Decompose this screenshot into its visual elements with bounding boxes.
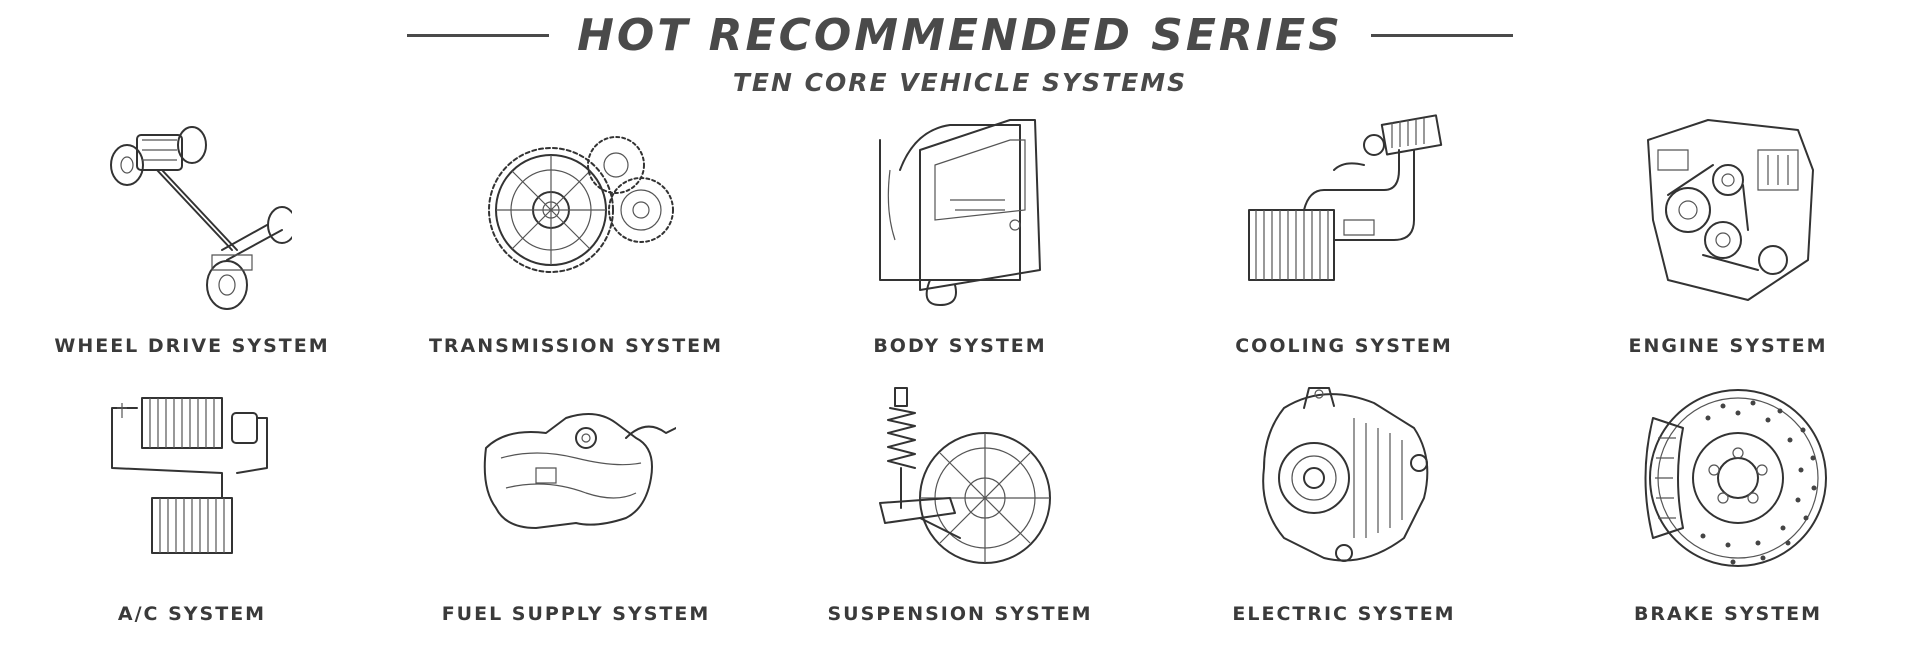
suspension-strut-icon	[879, 387, 1051, 564]
fuel-tank-icon	[483, 413, 676, 529]
transmission-gears-icon	[488, 136, 674, 273]
engine-icon	[1647, 119, 1814, 301]
system-card-engine[interactable]: ENGINE SYSTEM	[1536, 110, 1920, 380]
ac-condenser-icon	[111, 397, 268, 554]
system-card-suspension[interactable]: SUSPENSION SYSTEM	[768, 378, 1152, 648]
page-title: HOT RECOMMENDED SERIES	[577, 10, 1343, 61]
wheel-drive-icon	[110, 126, 292, 310]
system-card-fuel[interactable]: FUEL SUPPLY SYSTEM	[384, 378, 768, 648]
system-label: FUEL SUPPLY SYSTEM	[441, 603, 711, 625]
system-label: BODY SYSTEM	[873, 335, 1047, 357]
system-card-body[interactable]: BODY SYSTEM	[768, 110, 1152, 380]
system-label: BRAKE SYSTEM	[1633, 603, 1823, 625]
system-card-brake[interactable]: BRAKE SYSTEM	[1536, 378, 1920, 648]
system-label: SUSPENSION SYSTEM	[827, 603, 1093, 625]
section-header: HOT RECOMMENDED SERIES TEN CORE VEHICLE …	[0, 0, 1920, 110]
system-label: A/C SYSTEM	[117, 603, 267, 625]
alternator-icon	[1262, 387, 1429, 562]
system-label: ENGINE SYSTEM	[1628, 335, 1828, 357]
system-label: WHEEL DRIVE SYSTEM	[54, 335, 330, 357]
title-divider-left	[407, 34, 550, 37]
radiator-icon	[1248, 114, 1443, 281]
system-label: ELECTRIC SYSTEM	[1232, 603, 1456, 625]
brake-disc-icon	[1644, 389, 1827, 567]
system-card-electric[interactable]: ELECTRIC SYSTEM	[1152, 378, 1536, 648]
car-door-icon	[879, 119, 1041, 306]
page-subtitle: TEN CORE VEHICLE SYSTEMS	[732, 68, 1188, 97]
system-card-ac[interactable]: A/C SYSTEM	[0, 378, 384, 648]
system-label: COOLING SYSTEM	[1235, 335, 1453, 357]
title-row: HOT RECOMMENDED SERIES	[0, 10, 1920, 61]
system-card-transmission[interactable]: TRANSMISSION SYSTEM	[384, 110, 768, 380]
system-label: TRANSMISSION SYSTEM	[428, 335, 724, 357]
system-card-wheel-drive[interactable]: WHEEL DRIVE SYSTEM	[0, 110, 384, 380]
system-card-cooling[interactable]: COOLING SYSTEM	[1152, 110, 1536, 380]
title-divider-right	[1370, 34, 1513, 37]
